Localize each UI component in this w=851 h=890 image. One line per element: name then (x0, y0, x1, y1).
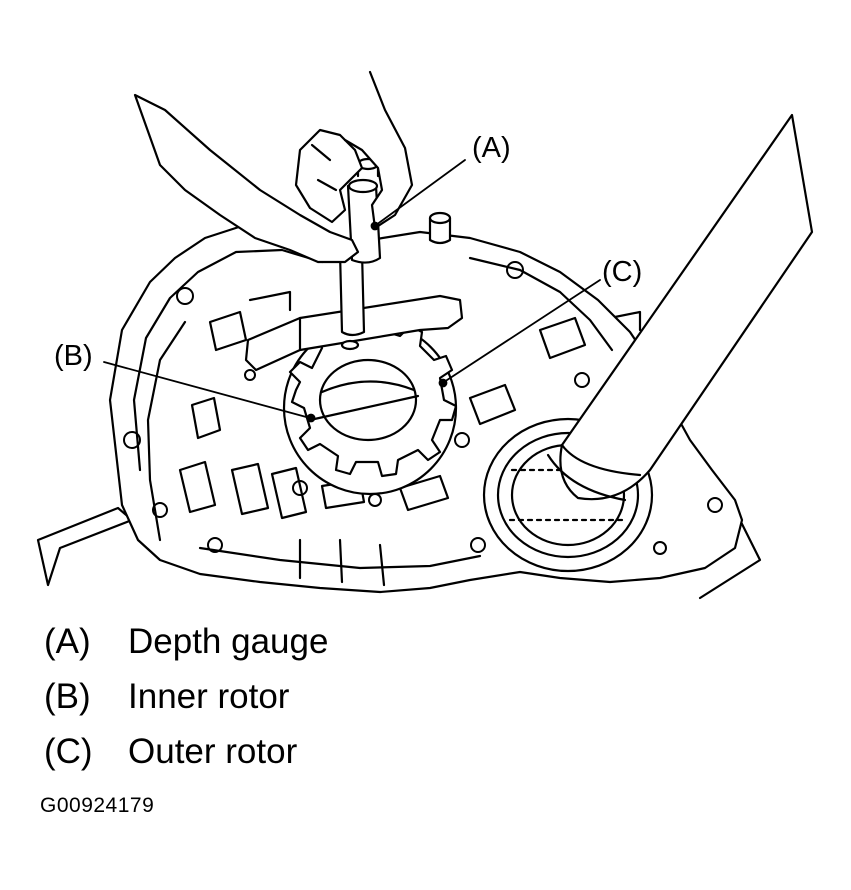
legend-key: (A) (44, 622, 91, 661)
callout-c: (C) (602, 256, 643, 288)
shaft (546, 113, 814, 502)
legend-text: Depth gauge (128, 622, 329, 661)
figure-id: G00924179 (40, 794, 155, 817)
leader-a (375, 159, 466, 226)
leader-lines (103, 159, 601, 423)
legend-key: (B) (44, 677, 91, 716)
inner-rotor (308, 358, 420, 442)
oil-pump-housing-illustration (36, 70, 814, 600)
leader-b (103, 361, 311, 419)
leader-c (443, 279, 601, 383)
legend-text: Inner rotor (128, 677, 290, 716)
callout-a: (A) (472, 132, 511, 164)
legend-key: (C) (44, 732, 93, 771)
callout-b: (B) (54, 340, 93, 372)
hand (133, 70, 414, 264)
dowel-pin (428, 211, 452, 245)
legend-text: Outer rotor (128, 732, 298, 771)
